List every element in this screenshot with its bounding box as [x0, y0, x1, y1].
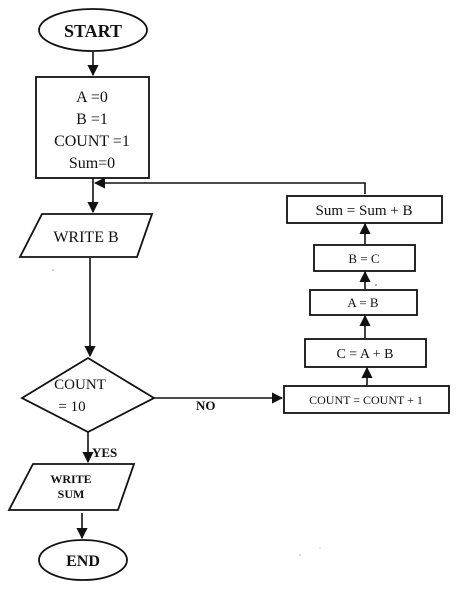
start-terminal: START [38, 8, 148, 52]
a-assign-box [309, 289, 418, 316]
sum-update-process: Sum = Sum + B [286, 195, 443, 224]
b-assign-label: B = C [348, 251, 379, 266]
speck [319, 547, 321, 549]
end-shape [38, 539, 128, 581]
write-sum-io: WRITE SUM [7, 463, 136, 511]
a-assign-process: A = B [309, 289, 418, 316]
decision-line-2: = 10 [58, 399, 85, 415]
write-b-label: WRITE B [53, 229, 118, 246]
c-assign-box [304, 338, 427, 368]
decision-shape [20, 356, 156, 434]
decision-line-1: COUNT [54, 377, 106, 393]
sum-update-label: Sum = Sum + B [316, 203, 413, 219]
write-sum-line-1: WRITE [50, 472, 91, 486]
end-label: END [66, 553, 100, 570]
c-assign-process: C = A + B [304, 338, 427, 368]
write-b-io: WRITE B [18, 213, 154, 258]
init-line-count: COUNT =1 [54, 133, 130, 150]
init-line-sum: Sum=0 [69, 155, 115, 172]
write-sum-shape [7, 463, 136, 511]
arrow-loop-back [93, 177, 366, 194]
yes-label: YES [92, 445, 117, 460]
write-b-shape [18, 213, 154, 258]
a-assign-label: A = B [347, 295, 379, 310]
init-box [35, 76, 150, 179]
connectors [76, 52, 373, 540]
count-update-process: COUNT = COUNT + 1 [283, 385, 450, 414]
sum-update-box [286, 195, 443, 224]
scan-specks [52, 269, 377, 556]
speck [299, 554, 301, 556]
end-terminal: END [38, 539, 128, 581]
init-line-a: A =0 [76, 89, 108, 106]
b-assign-box [313, 244, 416, 272]
c-assign-label: C = A + B [336, 347, 393, 362]
init-process: A =0 B =1 COUNT =1 Sum=0 [35, 76, 150, 179]
start-label: START [64, 21, 122, 41]
start-shape [38, 8, 148, 52]
b-assign-process: B = C [313, 244, 416, 272]
count-decision: COUNT = 10 [20, 356, 156, 434]
no-label: NO [196, 398, 216, 413]
init-line-b: B =1 [76, 111, 108, 128]
write-sum-line-2: SUM [58, 487, 85, 501]
count-update-label: COUNT = COUNT + 1 [309, 393, 423, 407]
count-update-box [283, 385, 450, 414]
speck [375, 284, 377, 286]
speck [52, 269, 54, 271]
